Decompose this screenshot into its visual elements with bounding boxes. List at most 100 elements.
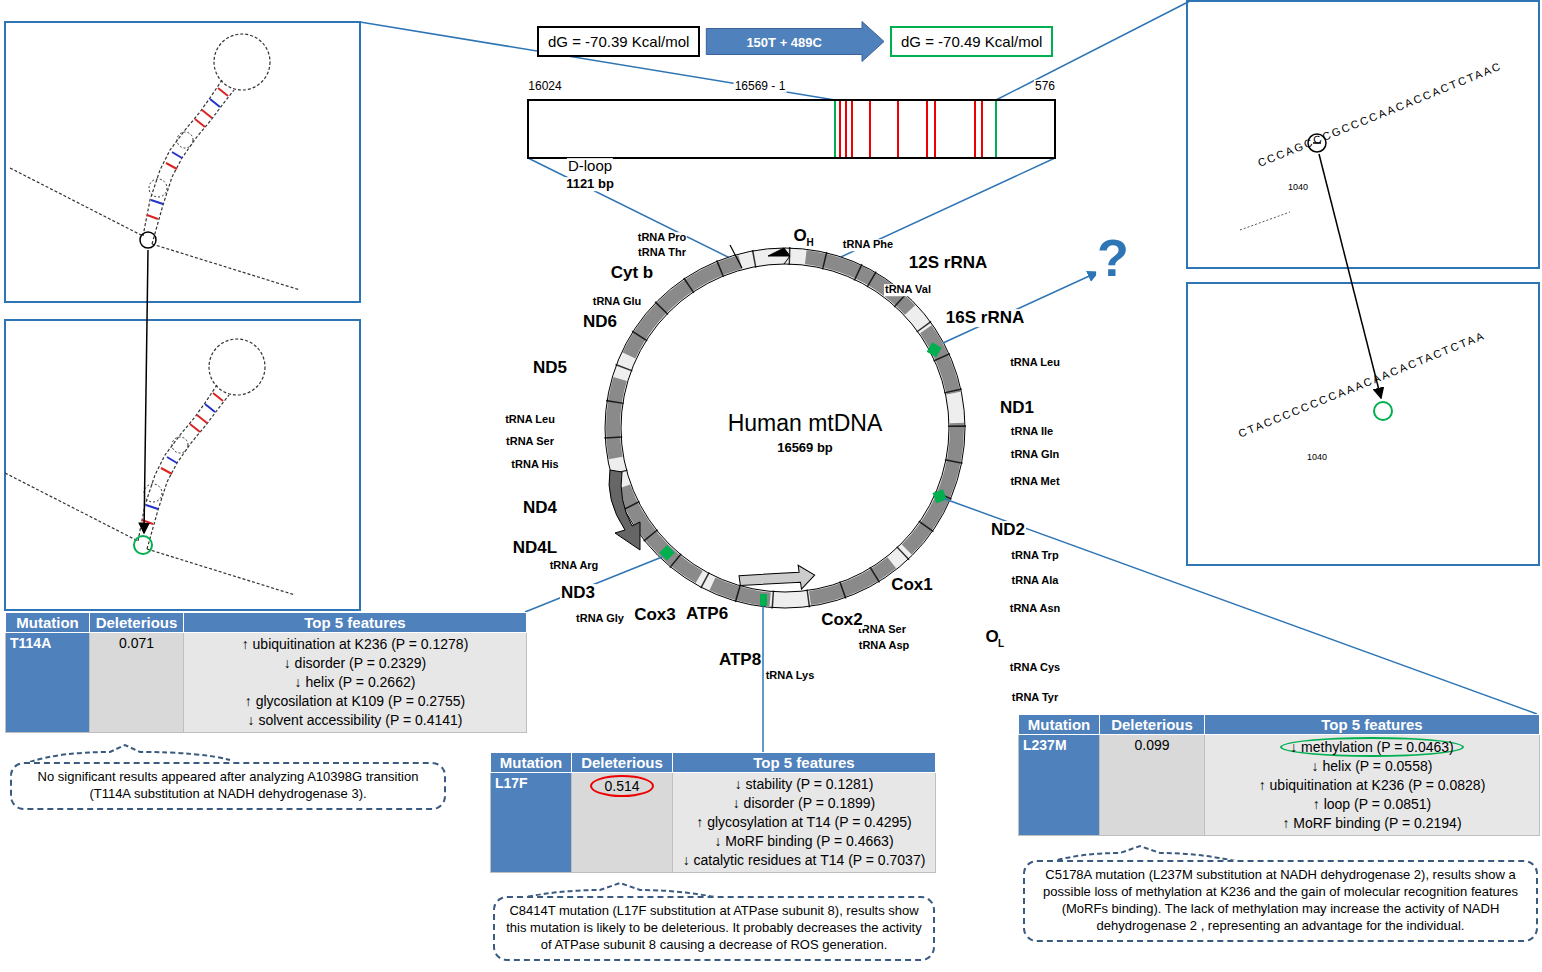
feature-line: ↑ MoRF binding (P = 0.2194) bbox=[1209, 814, 1535, 833]
d-loop-bar bbox=[869, 101, 871, 157]
rna-structure bbox=[134, 536, 152, 554]
energy-box: dG = -70.49 Kcal/mol bbox=[890, 26, 1053, 57]
diagram-label: 16024 bbox=[527, 80, 562, 93]
feature-line: ↓ MoRF binding (P = 0.4663) bbox=[677, 832, 931, 851]
diagram-label: tRNA Met bbox=[1009, 476, 1060, 488]
mtdna-ring bbox=[605, 248, 965, 608]
diagram-label: ND3 bbox=[560, 584, 596, 602]
feature-cell: ↓ methylation (P = 0.0463)↓ helix (P = 0… bbox=[1205, 735, 1540, 836]
note-text: C8414T mutation (L17F substitution at AT… bbox=[505, 903, 923, 954]
diagram-label: tRNA Leu bbox=[1009, 357, 1061, 369]
diagram-label: tRNA Asp bbox=[858, 640, 911, 652]
mutation-name: L237M bbox=[1023, 737, 1067, 753]
score-cell: 0.071 bbox=[90, 633, 184, 733]
header-cell: Mutation bbox=[491, 753, 572, 773]
header-text: Top 5 features bbox=[1321, 716, 1422, 733]
diagram-label: 16569 bp bbox=[776, 441, 834, 455]
diagram-label: tRNA Ala bbox=[1011, 575, 1060, 587]
d-loop-bar bbox=[835, 101, 996, 157]
leader-lines bbox=[945, 499, 1537, 714]
zoom-lines bbox=[830, 158, 1055, 262]
header-row: MutationDeleteriousTop 5 features bbox=[491, 753, 936, 773]
diagram-label: Cox3 bbox=[633, 606, 677, 624]
header-text: Mutation bbox=[500, 754, 562, 771]
diagram-label: D-loop bbox=[567, 158, 613, 174]
sequence-mark bbox=[1319, 154, 1381, 398]
diagram-label: tRNA Cys bbox=[1009, 662, 1061, 674]
mutation-cell: T114A bbox=[6, 633, 90, 733]
diagram-label: tRNA Thr bbox=[637, 247, 687, 259]
panel-frames bbox=[5, 320, 360, 610]
diagram-label: L bbox=[997, 639, 1005, 650]
note-brace bbox=[30, 745, 230, 762]
feature-line: ↑ glycosylation at T14 (P = 0.4295) bbox=[677, 813, 931, 832]
leader-lines bbox=[525, 272, 1537, 752]
feature-line: ↑ glycosilation at K109 (P = 0.2755) bbox=[188, 692, 522, 711]
diagram-label: tRNA Asn bbox=[1009, 603, 1062, 615]
mutation-marker bbox=[659, 342, 946, 606]
sequence-mark bbox=[1240, 212, 1290, 230]
diagram-label: Cyt b bbox=[610, 264, 655, 282]
mtdna-ring bbox=[550, 193, 1020, 663]
diagram-label: tRNA Val bbox=[884, 284, 932, 296]
mutation-table: MutationDeleteriousTop 5 featuresL17F0.5… bbox=[490, 752, 936, 873]
diagram-label: tRNA Arg bbox=[549, 560, 600, 572]
diagram-label: tRNA His bbox=[510, 459, 559, 471]
diagram-label: ATP6 bbox=[685, 605, 729, 623]
d-loop-bar bbox=[840, 101, 982, 157]
diagram-label: tRNA Gly bbox=[575, 613, 625, 625]
diagram-label: tRNA Glu bbox=[592, 296, 642, 308]
d-loop-bar bbox=[897, 101, 899, 157]
mutation-cell: L17F bbox=[491, 773, 572, 873]
data-row: L237M 0.099 ↓ methylation (P = 0.0463)↓ he… bbox=[1019, 735, 1540, 836]
mutation-cell: L237M bbox=[1019, 735, 1100, 836]
leader-lines bbox=[943, 272, 1098, 343]
mutation-marker bbox=[927, 342, 942, 357]
table-grid: MutationDeleteriousTop 5 featuresL237M 0.… bbox=[1018, 714, 1540, 836]
result-note: C8414T mutation (L17F substitution at AT… bbox=[493, 896, 935, 961]
header-text: Deleterious bbox=[96, 614, 178, 631]
feature-line: ↓ helix (P = 0.2662) bbox=[188, 673, 522, 692]
deleterious-score: 0.071 bbox=[119, 635, 154, 651]
rna-structure bbox=[5, 34, 300, 595]
diagram-label: 1040 bbox=[1287, 183, 1309, 192]
diagram-label: Cox2 bbox=[820, 611, 864, 629]
feature-line: ↓ disorder (P = 0.1899) bbox=[677, 794, 931, 813]
feature-line: ↓ catalytic residues at T14 (P = 0.7037) bbox=[677, 851, 931, 870]
feature-cell: ↑ ubiquitination at K236 (P = 0.1278)↓ d… bbox=[184, 633, 527, 733]
result-note: No significant results appeared after an… bbox=[10, 762, 446, 810]
mtdna-ring bbox=[609, 470, 640, 550]
header-text: Deleterious bbox=[581, 754, 663, 771]
feature-line: ↑ loop (P = 0.0851) bbox=[1209, 795, 1535, 814]
rna-structure bbox=[10, 34, 300, 290]
d-loop-bar bbox=[834, 101, 836, 157]
data-row: L17F0.514↓ stability (P = 0.1281)↓ disor… bbox=[491, 773, 936, 873]
diagram-label: tRNA Ile bbox=[1010, 426, 1054, 438]
leader-lines bbox=[762, 606, 764, 752]
mutation-table: MutationDeleteriousTop 5 featuresL237M 0.… bbox=[1018, 714, 1540, 836]
d-loop-bar bbox=[845, 101, 847, 157]
mutation-marker bbox=[659, 545, 675, 561]
d-loop-bar bbox=[981, 101, 983, 157]
diagram-label: tRNA Ser bbox=[505, 436, 555, 448]
diagram-label: H bbox=[805, 238, 814, 249]
score-cell: 0.099 bbox=[1100, 735, 1205, 836]
d-loop-bar bbox=[934, 101, 936, 157]
mutation-marker bbox=[760, 594, 767, 606]
feature-line: ↓ methylation (P = 0.0463) bbox=[1280, 737, 1464, 757]
deleterious-score: 0.099 bbox=[1134, 737, 1169, 753]
diagram-label: tRNA Trp bbox=[1010, 550, 1059, 562]
header-text: Top 5 features bbox=[304, 614, 405, 631]
table-grid: MutationDeleteriousTop 5 featuresT114A0.… bbox=[5, 612, 527, 733]
header-text: Mutation bbox=[1028, 716, 1090, 733]
header-row: MutationDeleteriousTop 5 features bbox=[1019, 715, 1540, 735]
diagram-label: tRNA Lys bbox=[765, 670, 816, 682]
mutation-name: L17F bbox=[495, 775, 528, 791]
zoom-lines bbox=[360, 1, 1190, 262]
mutation-marker bbox=[933, 489, 947, 503]
d-loop-bar bbox=[926, 101, 928, 157]
feature-cell: ↓ stability (P = 0.1281)↓ disorder (P = … bbox=[673, 773, 936, 873]
header-cell: Mutation bbox=[1019, 715, 1100, 735]
header-cell: Deleterious bbox=[572, 753, 673, 773]
diagram-label: 16S rRNA bbox=[945, 309, 1025, 327]
